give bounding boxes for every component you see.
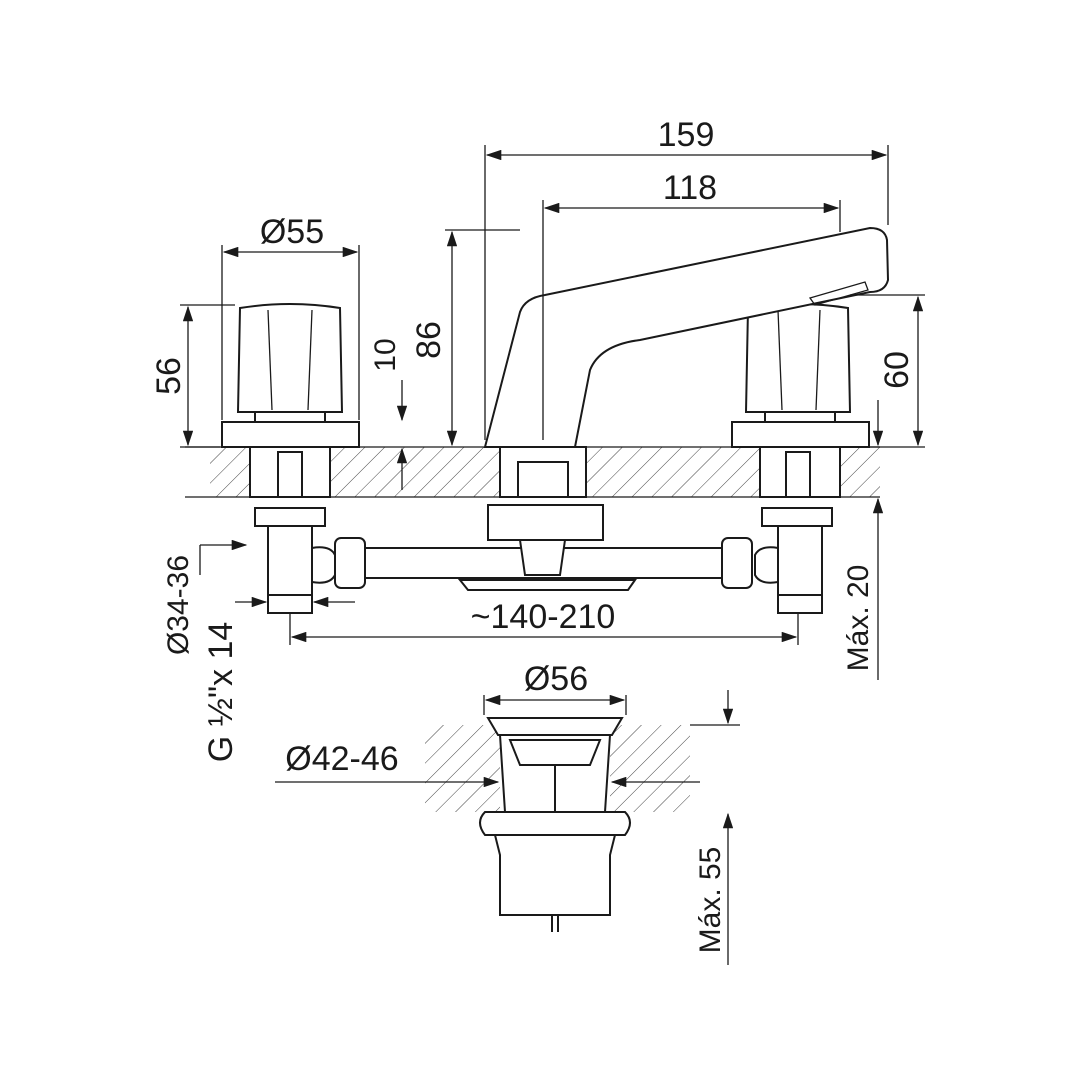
label-drain-hole-diameter: Ø42-46 — [285, 740, 398, 778]
spout — [483, 226, 890, 576]
right-handle — [721, 303, 870, 614]
dimension-labels: 159 118 Ø55 56 10 86 60 Ø34-36 G ½"x 14 … — [150, 116, 916, 953]
drain — [425, 717, 690, 932]
label-thread: G ½"x 14 — [202, 622, 240, 763]
label-hole-diameter: Ø34-36 — [162, 555, 195, 655]
dimension-lines — [180, 145, 925, 965]
label-max-counter-thickness: Máx. 20 — [842, 565, 875, 672]
label-center-distance: ~140-210 — [471, 598, 616, 636]
label-overall-length: 159 — [658, 116, 715, 154]
label-outlet-height: 60 — [878, 351, 916, 389]
label-handle-diameter: Ø55 — [260, 213, 324, 251]
label-spout-height: 86 — [410, 321, 448, 359]
label-spout-reach: 118 — [663, 169, 717, 207]
label-base-thickness: 10 — [369, 338, 402, 371]
label-max-drain-thickness: Máx. 55 — [694, 847, 727, 954]
label-handle-height: 56 — [150, 357, 188, 395]
left-handle — [221, 303, 366, 614]
label-drain-diameter: Ø56 — [524, 660, 588, 698]
